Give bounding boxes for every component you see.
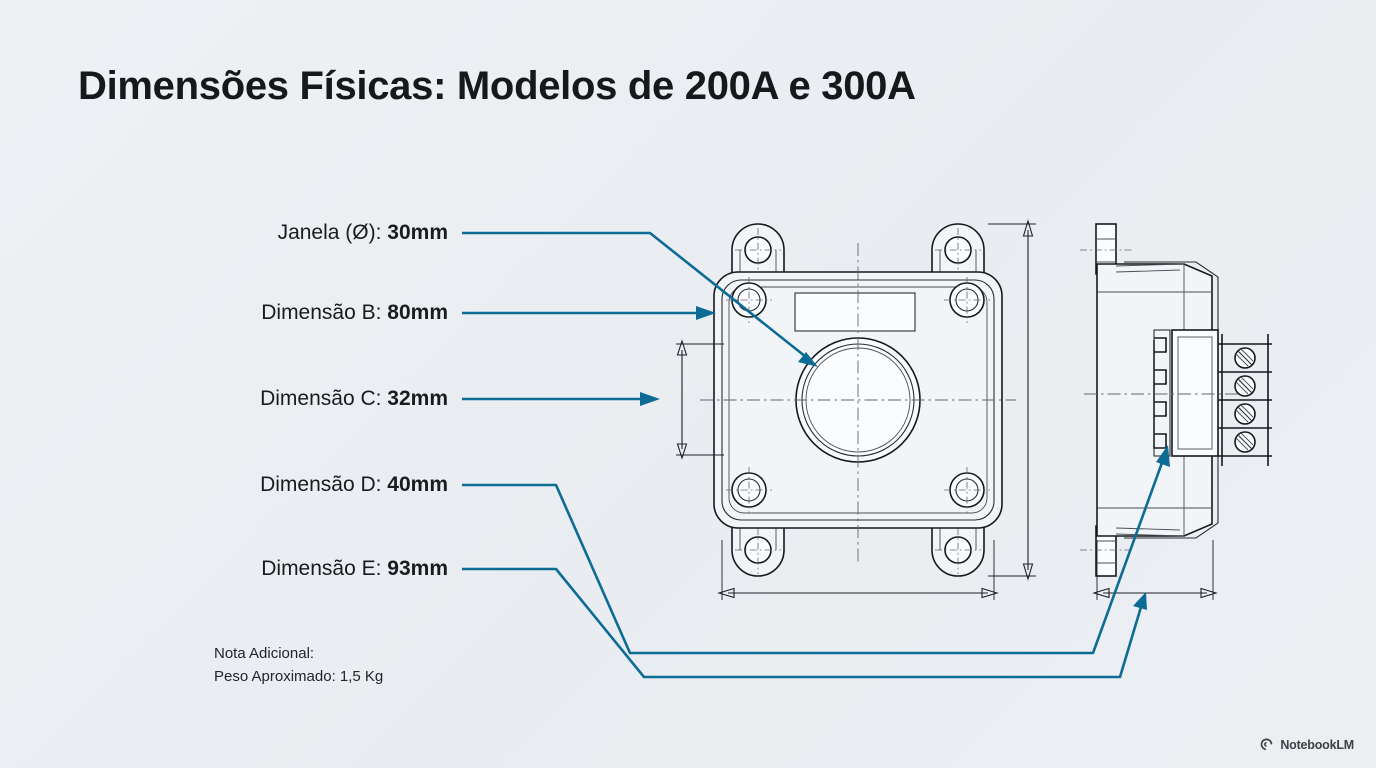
bolt-hole-bottom-right	[944, 467, 990, 513]
spec-dimensao-c: Dimensão C: 32mm	[214, 387, 448, 411]
side-mounting-flanges	[1080, 223, 1132, 577]
overall-width-dimension	[717, 540, 999, 600]
bolt-hole-top-right	[944, 277, 990, 323]
spec-dimensao-c-value: 32mm	[387, 387, 448, 410]
terminal-screw-1	[1234, 347, 1256, 369]
spec-dimensao-c-label: Dimensão C:	[260, 387, 388, 410]
spec-dimensao-b-value: 80mm	[387, 301, 448, 324]
side-depth-dimension	[1092, 540, 1218, 600]
note-heading: Nota Adicional:	[214, 645, 315, 662]
spec-dimensao-b-label: Dimensão B:	[261, 301, 388, 324]
terminal-screw-2	[1234, 375, 1256, 397]
leader-line-dimensao-e	[462, 567, 1147, 679]
additional-note: Nota Adicional: Peso Aproximado: 1,5 Kg	[214, 642, 383, 689]
bolt-hole-bottom-left	[726, 467, 772, 513]
spec-dimensao-d: Dimensão D: 40mm	[214, 473, 448, 497]
spec-dimensao-e-value: 93mm	[387, 557, 448, 580]
nameplate-rectangle	[794, 292, 916, 332]
screw-terminals	[1218, 334, 1272, 466]
bottom-mounting-tabs	[731, 517, 985, 577]
terminal-screw-3	[1234, 403, 1256, 425]
notebooklm-watermark-label: NotebookLM	[1280, 737, 1354, 752]
leader-line-dimensao-b	[462, 306, 716, 320]
window-height-dimension	[676, 339, 724, 460]
bolt-hole-top-left	[726, 277, 772, 323]
notebooklm-spiral-icon	[1261, 738, 1273, 751]
front-view-current-transformer	[700, 223, 1016, 577]
spec-janela-label: Janela (Ø):	[277, 221, 388, 244]
spec-dimensao-d-value: 40mm	[387, 473, 448, 496]
terminal-housing	[1171, 329, 1219, 457]
notebooklm-watermark: NotebookLM	[1259, 737, 1354, 752]
spec-janela: Janela (Ø): 30mm	[234, 221, 448, 245]
corner-bolt-holes	[726, 277, 990, 513]
top-mounting-tabs	[731, 223, 985, 283]
leader-line-dimensao-d	[462, 445, 1170, 655]
spec-dimensao-d-label: Dimensão D:	[260, 473, 388, 496]
leader-line-dimensao-c	[462, 392, 660, 406]
side-view-current-transformer	[1080, 223, 1272, 577]
note-text: Peso Aproximado: 1,5 Kg	[214, 668, 384, 686]
overall-height-dimension	[988, 219, 1036, 581]
spec-dimensao-b: Dimensão B: 80mm	[214, 301, 448, 325]
page-title: Dimensões Físicas: Modelos de 200A e 300…	[78, 64, 916, 108]
spec-dimensao-e: Dimensão E: 93mm	[214, 557, 448, 581]
leader-line-janela	[462, 231, 818, 367]
terminal-screw-4	[1234, 431, 1256, 453]
spec-janela-value: 30mm	[387, 221, 448, 244]
spec-dimensao-e-label: Dimensão E:	[261, 557, 388, 580]
